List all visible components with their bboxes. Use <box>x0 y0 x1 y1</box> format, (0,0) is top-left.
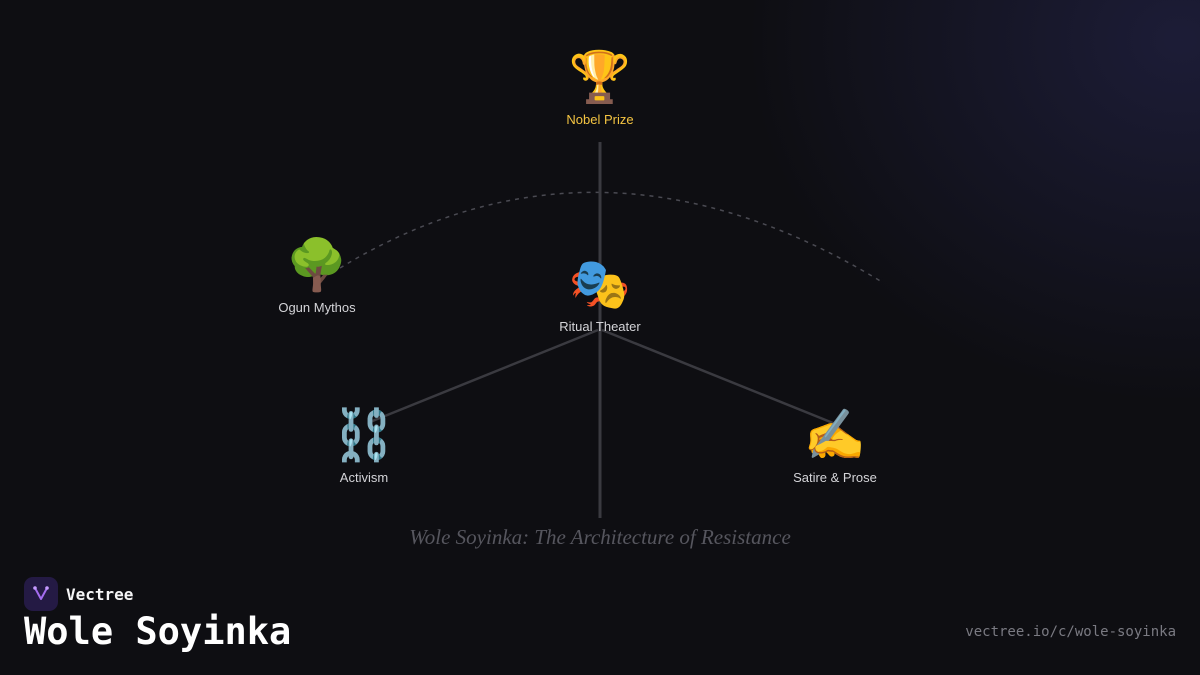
node-label: Activism <box>339 470 389 485</box>
node-satire-prose[interactable]: ✍️ Satire & Prose <box>735 406 935 485</box>
node-label: Nobel Prize <box>566 112 634 127</box>
edge-ritual-satire <box>601 328 839 427</box>
theater-masks-icon: 🎭 <box>568 255 632 313</box>
trophy-icon: 🏆 <box>568 48 632 106</box>
node-label: Ritual Theater <box>559 319 641 334</box>
chains-icon: ⛓️ <box>332 406 396 464</box>
edge-ritual-activism <box>369 328 599 424</box>
node-label: Satire & Prose <box>793 470 877 485</box>
tree-icon: 🌳 <box>285 236 349 294</box>
brand[interactable]: Vectree <box>24 577 133 611</box>
node-nobel-prize[interactable]: 🏆 Nobel Prize <box>500 48 700 127</box>
page-url[interactable]: vectree.io/c/wole-soyinka <box>965 624 1176 640</box>
vectree-logo-icon <box>24 577 58 611</box>
page-title: Wole Soyinka <box>24 610 292 653</box>
node-ritual-theater[interactable]: 🎭 Ritual Theater <box>500 255 700 334</box>
node-activism[interactable]: ⛓️ Activism <box>264 406 464 485</box>
writing-hand-icon: ✍️ <box>803 406 867 464</box>
diagram-caption: Wole Soyinka: The Architecture of Resist… <box>409 525 791 549</box>
node-label: Ogun Mythos <box>278 300 356 315</box>
dashed-arc <box>339 191 883 283</box>
node-ogun-mythos[interactable]: 🌳 Ogun Mythos <box>217 236 417 315</box>
brand-name: Vectree <box>66 584 134 604</box>
